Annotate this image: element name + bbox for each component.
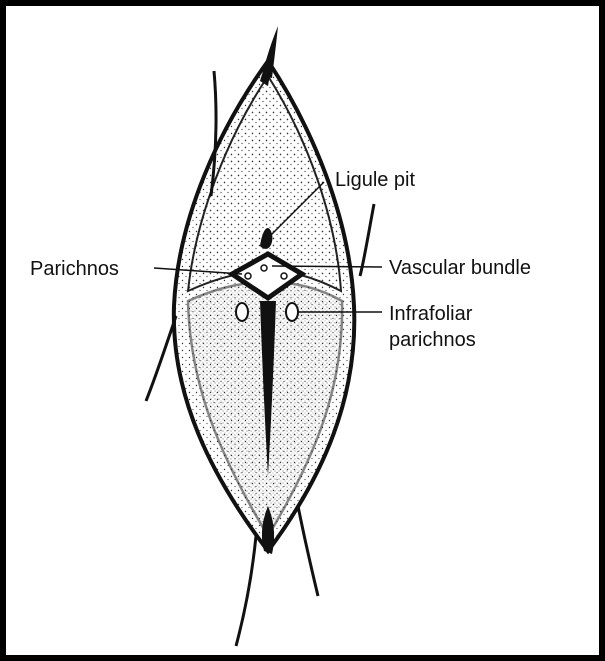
left-neighbor-lower	[146, 316, 176, 401]
label-infrafoliar-parichnos-line1: Infrafoliar	[389, 302, 472, 326]
right-neighbor-upper	[360, 204, 374, 276]
right-neighbor-lower	[298, 506, 318, 596]
label-parichnos: Parichnos	[30, 257, 119, 281]
infrafoliar-parichnos-right	[286, 303, 298, 321]
leaf-cushion-illustration	[6, 6, 599, 655]
leader-vascular-bundle	[272, 266, 382, 267]
label-infrafoliar-parichnos-line2: parichnos	[389, 328, 476, 352]
infrafoliar-parichnos-left	[236, 303, 248, 321]
label-ligule-pit: Ligule pit	[335, 168, 415, 192]
label-vascular-bundle: Vascular bundle	[389, 256, 531, 280]
bottom-tip	[236, 536, 256, 646]
